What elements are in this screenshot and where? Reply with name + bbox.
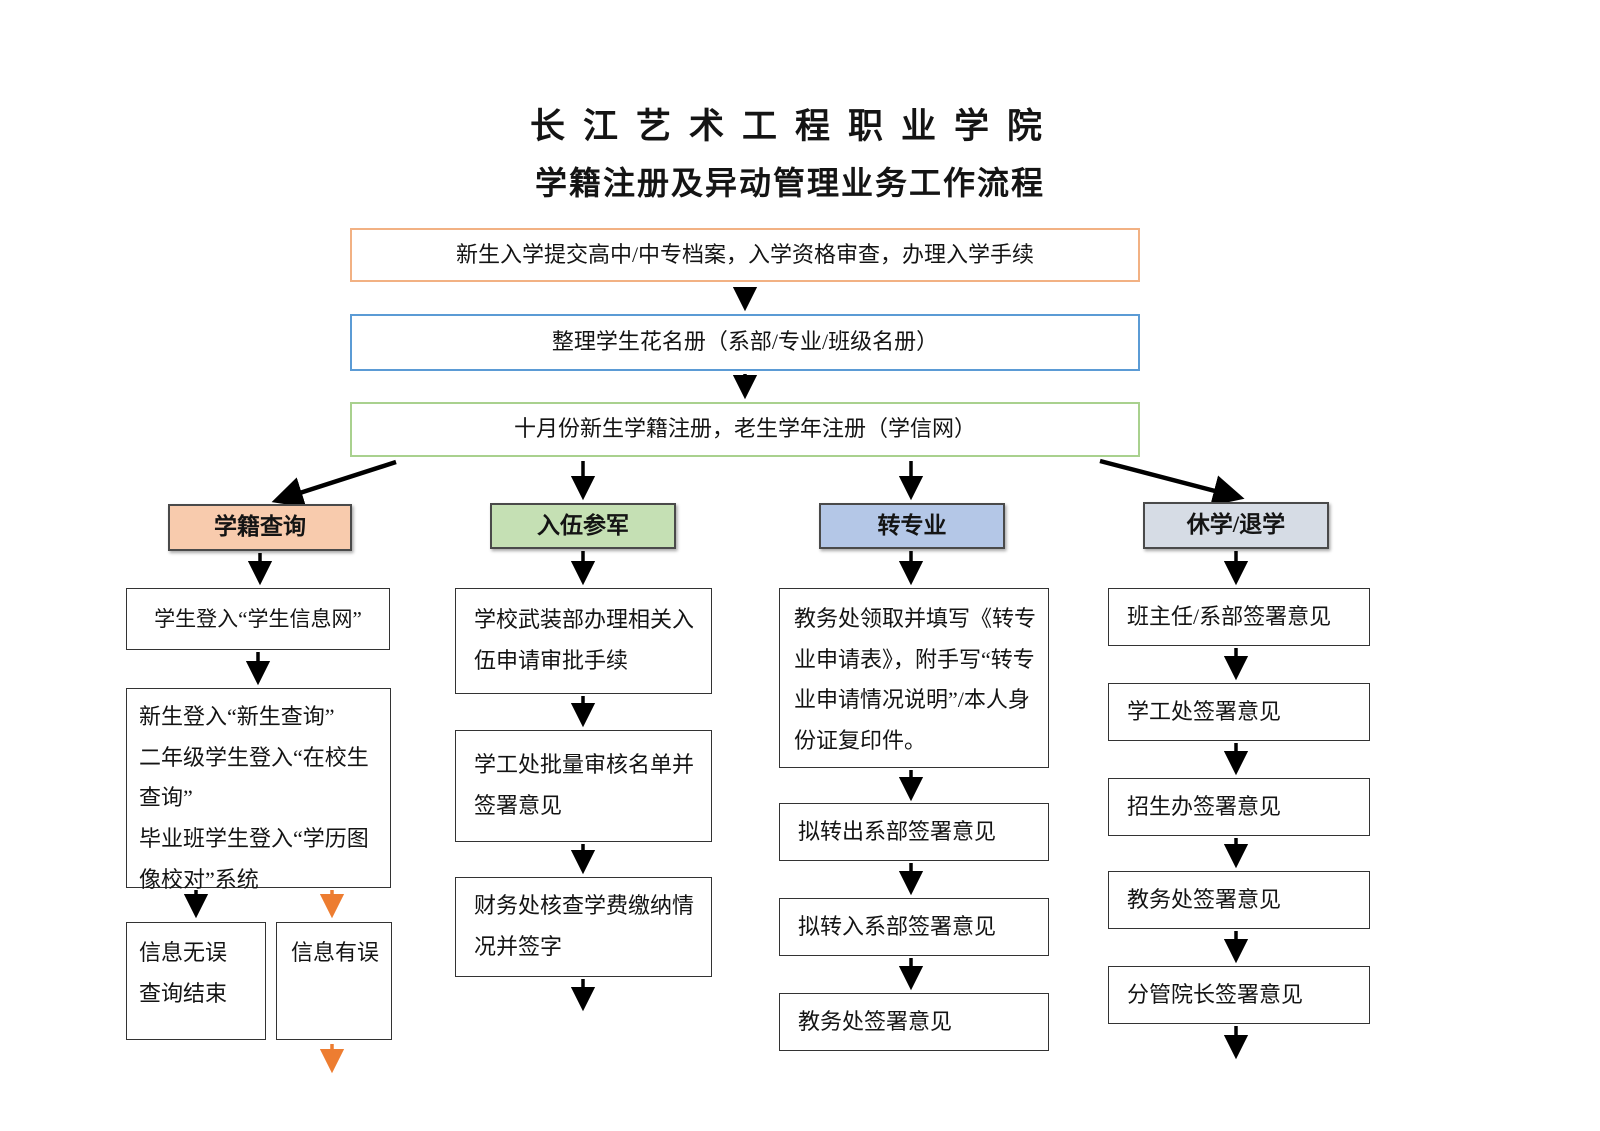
xiuxue-step-admissions-office-sign: 招生办签署意见 (1108, 778, 1370, 836)
xiuxue-step-academic-affairs-sign: 教务处签署意见 (1108, 871, 1370, 929)
branch-header-zhuan-zhuanye: 转专业 (819, 503, 1005, 549)
zhuanye-step-transfer-out-dept: 拟转出系部签署意见 (779, 803, 1049, 861)
xueji-outcome-error: 信息有误 (276, 922, 392, 1040)
zhuanye-step-transfer-in-dept: 拟转入系部签署意见 (779, 898, 1049, 956)
zhuanye-step-application-form: 教务处领取并填写《转专业申请表》，附手写“转专业申请情况说明”/本人身份证复印件… (779, 588, 1049, 768)
page-title: 长江艺术工程职业学院 (529, 107, 1060, 146)
step-box-admission: 新生入学提交高中/中专档案，入学资格审查，办理入学手续 (350, 228, 1140, 282)
branch-header-ruwu-canjun: 入伍参军 (490, 503, 676, 549)
branch-header-xueji-chaxun: 学籍查询 (168, 504, 352, 551)
ruwu-step-finance-check: 财务处核查学费缴纳情况并签字 (455, 877, 712, 977)
xueji-step-login: 学生登入“学生信息网” (126, 588, 390, 650)
zhuanye-step-academic-affairs-sign: 教务处签署意见 (779, 993, 1049, 1051)
xueji-outcome-no-error: 信息无误 查询结束 (126, 922, 266, 1040)
page-subtitle: 学籍注册及异动管理业务工作流程 (534, 165, 1045, 201)
branch-header-xiuxue-tuixue: 休学/退学 (1143, 502, 1329, 549)
step-box-roster: 整理学生花名册（系部/专业/班级名册） (350, 314, 1140, 371)
xueji-step-systems: 新生登入“新生查询” 二年级学生登入“在校生查询” 毕业班学生登入“学历图像校对… (126, 688, 391, 892)
ruwu-step-student-affairs-review: 学工处批量审核名单并签署意见 (455, 730, 712, 842)
xiuxue-step-vice-president-sign: 分管院长签署意见 (1108, 966, 1370, 1024)
xiuxue-step-head-teacher-dept: 班主任/系部签署意见 (1108, 588, 1370, 646)
xiuxue-step-student-affairs-sign: 学工处签署意见 (1108, 683, 1370, 741)
ruwu-step-armed-forces-dept: 学校武装部办理相关入伍申请审批手续 (455, 588, 712, 694)
step-box-registration: 十月份新生学籍注册，老生学年注册（学信网） (350, 402, 1140, 457)
